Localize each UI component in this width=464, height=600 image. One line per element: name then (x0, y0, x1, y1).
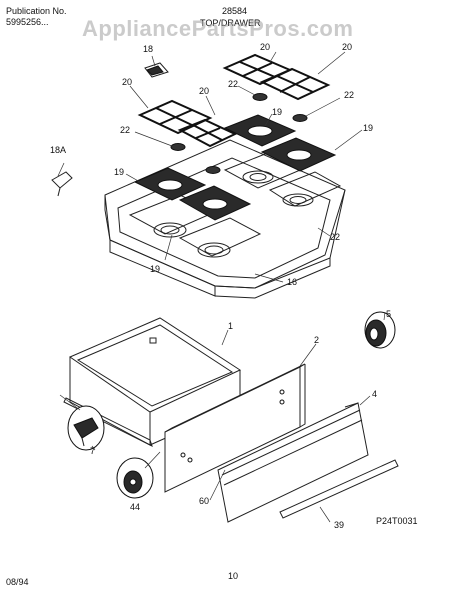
callout-7: 7 (90, 446, 96, 456)
drawer-front-panel (164, 363, 306, 493)
drawer-roller (116, 457, 154, 499)
callout-19-a: 19 (272, 107, 283, 117)
callout-44: 44 (130, 502, 141, 512)
drawer-handle-panel (217, 402, 369, 523)
callout-22-c: 22 (120, 125, 131, 135)
part-18a-clip (51, 171, 73, 197)
callout-22-d: 22 (330, 232, 341, 242)
burner-grate-front-right (178, 185, 252, 221)
burner-caps (170, 93, 308, 174)
callout-39: 39 (334, 520, 345, 530)
section-title: TOP/DRAWER (200, 18, 261, 28)
burner-grate-rear-right (260, 137, 337, 172)
leader-lines-top (57, 51, 363, 283)
callout-60: 60 (199, 496, 210, 506)
wire-grate-left (137, 99, 238, 148)
callout-18a: 18A (50, 145, 67, 155)
callout-18: 18 (143, 44, 154, 54)
callout-2: 2 (314, 335, 320, 345)
callout-19-c: 19 (114, 167, 125, 177)
callout-5: 5 (386, 309, 392, 319)
control-knob (364, 311, 396, 349)
callout-22-b: 22 (344, 90, 355, 100)
leader-lines-bottom (59, 311, 386, 523)
footer-page-number: 10 (228, 571, 239, 581)
callout-22-a: 22 (228, 79, 239, 89)
model-number: 28584 (222, 6, 248, 16)
callout-20-a: 20 (260, 42, 271, 52)
footer-date: 08/94 (6, 577, 29, 587)
figure-code: P24T0031 (376, 516, 418, 526)
callout-19-d: 19 (150, 264, 161, 274)
publication-number: 5995256... (6, 17, 49, 27)
burner-grate-front-left (133, 167, 207, 201)
callout-19-b: 19 (363, 123, 374, 133)
trim-strip (279, 459, 399, 519)
wire-grate-right (222, 53, 331, 101)
callout-16: 16 (287, 277, 298, 287)
part-18-bracket (144, 62, 169, 78)
callout-20-d: 20 (199, 86, 210, 96)
publication-label: Publication No. (6, 6, 67, 16)
callout-20-b: 20 (342, 42, 353, 52)
callout-4: 4 (372, 389, 378, 399)
callout-20-c: 20 (122, 77, 133, 87)
drawer-glide (67, 405, 105, 451)
callout-1: 1 (228, 321, 234, 331)
burner-grate-rear-left (223, 114, 297, 147)
watermark-text: AppliancePartsPros.com (82, 16, 354, 41)
